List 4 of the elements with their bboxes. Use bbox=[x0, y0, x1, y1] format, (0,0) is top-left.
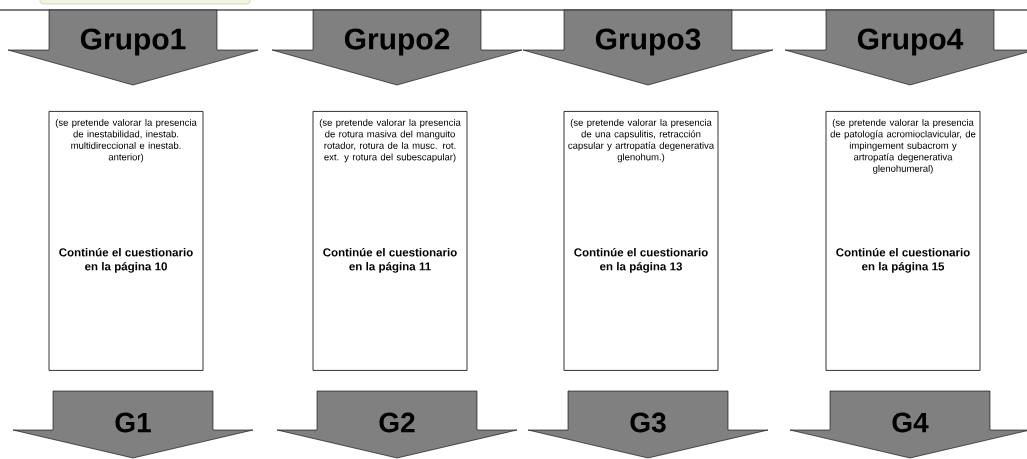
text-box: (se pretende valorar la presencia de rotura masiva del manguito rotador, rotura de la musc. rot. ext. y rotura del subescapular) Continúe el cuestionario en la página 11 bbox=[312, 111, 468, 371]
text-box: (se pretende valorar la presencia de inestabilidad, inestab. multidireccional e inestab. anterior) Continúe el cuestionario en la página 10 bbox=[48, 111, 204, 371]
text-box: (se pretende valorar la presencia de patología acromioclavicular, de impingement subacrom y artropatía degenerativa glenohumeral) Continúe el cuestionario en la página 15 bbox=[825, 111, 981, 371]
text-box: (se pretende valorar la presencia de una capsulitis, retracción capsular y artropatía degenerativa glenohum.) Continúe el cuestionario en la página 13 bbox=[563, 111, 719, 371]
